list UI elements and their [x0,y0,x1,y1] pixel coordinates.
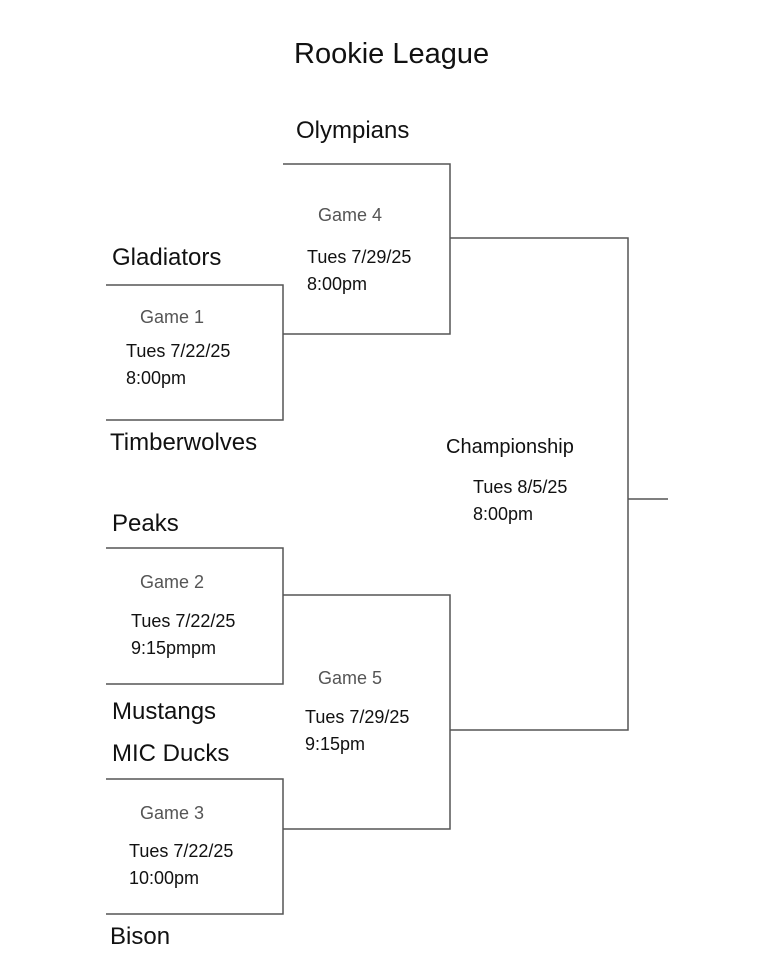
game2-bracket-line [106,547,284,685]
team-mic-ducks: MIC Ducks [112,740,230,767]
championship-bracket-line [450,237,629,731]
team-olympians: Olympians [296,117,410,144]
game1-bracket-line [106,284,284,421]
game4-date: Tues 7/29/25 [307,247,412,267]
game1-label: Game 1 [140,307,205,327]
game5-bracket-line [283,594,451,830]
team-timberwolves: Timberwolves [110,429,258,456]
game3-date: Tues 7/22/25 [129,841,234,861]
bracket-title: Rookie League [294,38,490,70]
team-mustangs: Mustangs [112,698,217,725]
game4-bracket-line [283,163,451,335]
game5-label: Game 5 [318,668,383,688]
game2-label: Game 2 [140,572,205,592]
game3-bracket-line [106,778,284,915]
championship-time: 8:00pm [473,504,534,524]
game1-time: 8:00pm [126,368,187,388]
team-peaks: Peaks [112,510,179,537]
game4-label: Game 4 [318,205,383,225]
championship-date: Tues 8/5/25 [473,477,568,497]
championship-label: Championship [446,436,574,458]
team-gladiators: Gladiators [112,244,222,271]
game3-label: Game 3 [140,803,205,823]
game5-date: Tues 7/29/25 [305,707,410,727]
game2-time: 9:15pmpm [131,638,217,658]
game2-date: Tues 7/22/25 [131,611,236,631]
game1-date: Tues 7/22/25 [126,341,231,361]
game4-time: 8:00pm [307,274,368,294]
game3-time: 10:00pm [129,868,200,888]
team-bison: Bison [110,923,171,950]
game5-time: 9:15pm [305,734,366,754]
